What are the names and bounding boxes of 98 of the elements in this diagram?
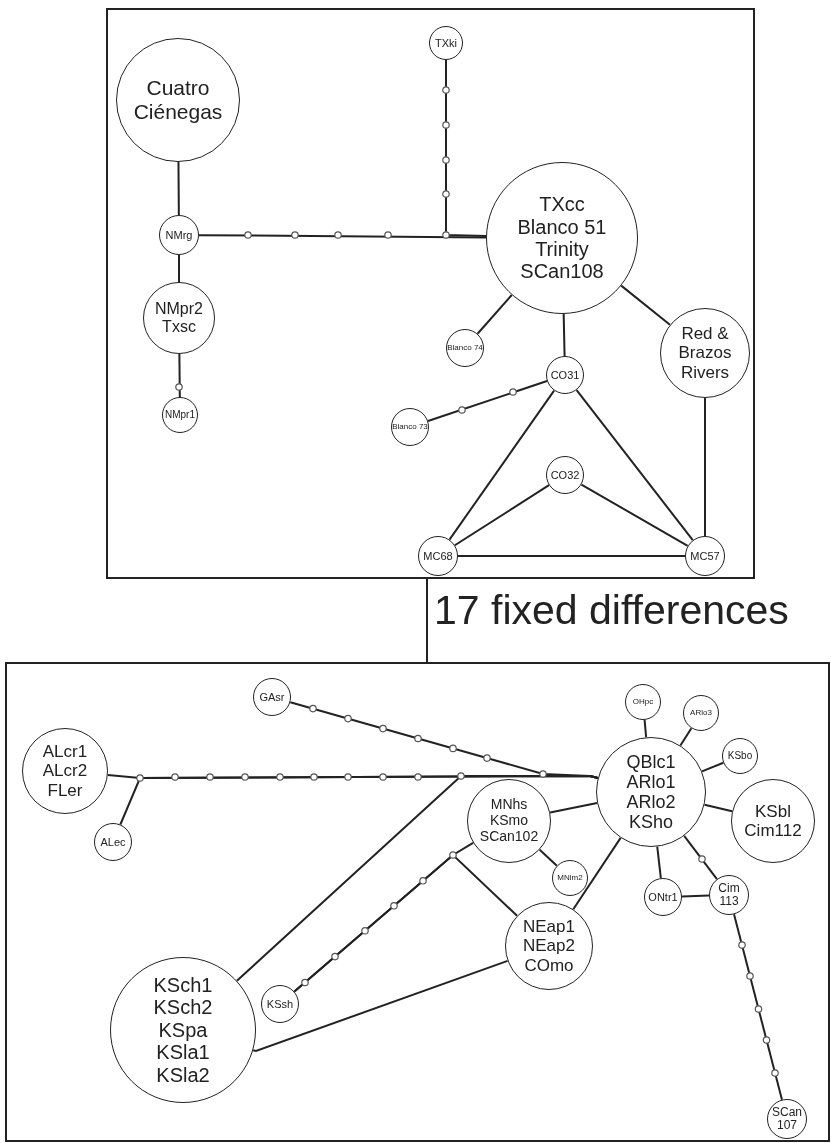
haplotype-label: ARlo3 [690, 708, 712, 718]
connector-line [178, 254, 180, 283]
connector-line [457, 555, 686, 557]
haplotype-label: KSch1 [153, 974, 213, 997]
haplotype-circle [253, 678, 291, 716]
haplotype-label: SCan108 [520, 260, 604, 283]
haplotype-circle [546, 356, 584, 394]
connector-line [426, 578, 428, 664]
haplotype-circle [546, 456, 584, 494]
connector-line [703, 803, 734, 813]
haplotype-label: NMrg [165, 228, 193, 242]
haplotype-circle [683, 695, 719, 731]
connector-line [445, 59, 488, 238]
haplotype-label: NMpr2 [155, 300, 203, 318]
haplotype-label: SCan102 [479, 828, 539, 845]
haplotype-label: COmo [524, 955, 574, 975]
network-panel [106, 8, 755, 579]
connector-line [549, 802, 599, 814]
haplotype-circle [94, 823, 132, 861]
haplotype-label: KSmo [489, 813, 529, 829]
haplotype-label: Txsc [162, 318, 196, 336]
haplotype-circle [418, 536, 458, 576]
haplotype-label: TXki [435, 36, 457, 50]
haplotype-label: Red & Brazos Rivers [677, 324, 733, 382]
haplotype-label: KSpa [158, 1018, 208, 1042]
haplotype-circle [552, 860, 588, 896]
haplotype-label: MNlm2 [557, 873, 583, 883]
haplotype-label: NMpr1 [165, 409, 195, 421]
haplotype-label: ONtr1 [648, 890, 678, 904]
connector-line [538, 848, 558, 867]
connector-line [427, 380, 548, 422]
haplotype-label: Blanco 73 [392, 422, 428, 432]
haplotype-circle [644, 878, 682, 916]
haplotype-circle [446, 329, 484, 367]
haplotype-circle [391, 408, 429, 446]
haplotype-circle [709, 875, 749, 915]
haplotype-circle [722, 738, 758, 774]
connector-line [453, 484, 550, 547]
haplotype-label: CO31 [550, 368, 580, 382]
haplotype-label: FLer [47, 780, 83, 800]
haplotype-label: Blanco 51 [517, 215, 607, 238]
connector-line [704, 397, 706, 537]
haplotype-label: Trinity [535, 238, 589, 261]
connector-line [681, 894, 710, 898]
haplotype-label: Cuatro Ciénegas [132, 76, 224, 124]
connector-line [177, 161, 180, 216]
haplotype-label: MC68 [423, 549, 453, 563]
haplotype-label: GAsr [259, 690, 285, 704]
haplotype-circle [467, 779, 551, 863]
haplotype-label: MC57 [690, 549, 720, 563]
haplotype-label: Cim112 [744, 821, 802, 841]
haplotype-label: QBlc1 [626, 751, 676, 772]
haplotype-circle [261, 985, 299, 1023]
connector-line [643, 718, 648, 739]
haplotype-label: KSho [628, 812, 673, 833]
connector-line [572, 836, 622, 911]
haplotype-label: ARlo1 [626, 771, 676, 792]
haplotype-label: ALec [100, 835, 126, 849]
haplotype-label: ALcr2 [42, 761, 88, 781]
haplotype-circle [429, 26, 463, 60]
haplotype-label: TXcc [539, 193, 585, 216]
connector-line [656, 845, 662, 880]
connector-line [252, 959, 509, 1053]
connector-line [701, 761, 725, 773]
connector-line [733, 913, 783, 1101]
connector-line [575, 389, 694, 542]
haplotype-circle [625, 684, 661, 720]
haplotype-label: KSla1 [156, 1041, 210, 1064]
haplotype-circle [685, 536, 725, 576]
haplotype-label: KSla2 [156, 1063, 210, 1086]
connector-line [448, 389, 556, 541]
haplotype-label: ARlo2 [626, 792, 676, 813]
connector-line [198, 234, 487, 239]
haplotype-label: KSbo [727, 750, 753, 762]
haplotype-label: ALcr1 [42, 742, 88, 762]
connector-line [683, 834, 718, 881]
haplotype-label: MNhs [490, 797, 528, 814]
connector-line [679, 727, 693, 747]
haplotype-label: KSsh [266, 997, 294, 1011]
network-panel [5, 662, 830, 1142]
haplotype-label: Cim 113 [717, 881, 741, 909]
haplotype-label: OHpc [632, 697, 654, 707]
haplotype-label: CO32 [550, 468, 580, 482]
connector-line [235, 775, 599, 982]
haplotype-label: Blanco 74 [447, 343, 483, 353]
connector-line [620, 284, 671, 326]
haplotype-label: KSch2 [153, 996, 213, 1019]
haplotype-label: KSbl [755, 801, 791, 821]
connector-line [178, 353, 181, 398]
haplotype-label: NEap2 [523, 936, 575, 956]
haplotype-label: NEap1 [523, 917, 575, 937]
connector-line [476, 294, 513, 335]
haplotype-label: SCan 107 [771, 1105, 803, 1133]
haplotype-circle [159, 215, 199, 255]
connector-line [580, 483, 689, 547]
haplotype-circle [162, 397, 198, 433]
haplotype-circle [767, 1099, 807, 1139]
connector-line [562, 313, 566, 357]
